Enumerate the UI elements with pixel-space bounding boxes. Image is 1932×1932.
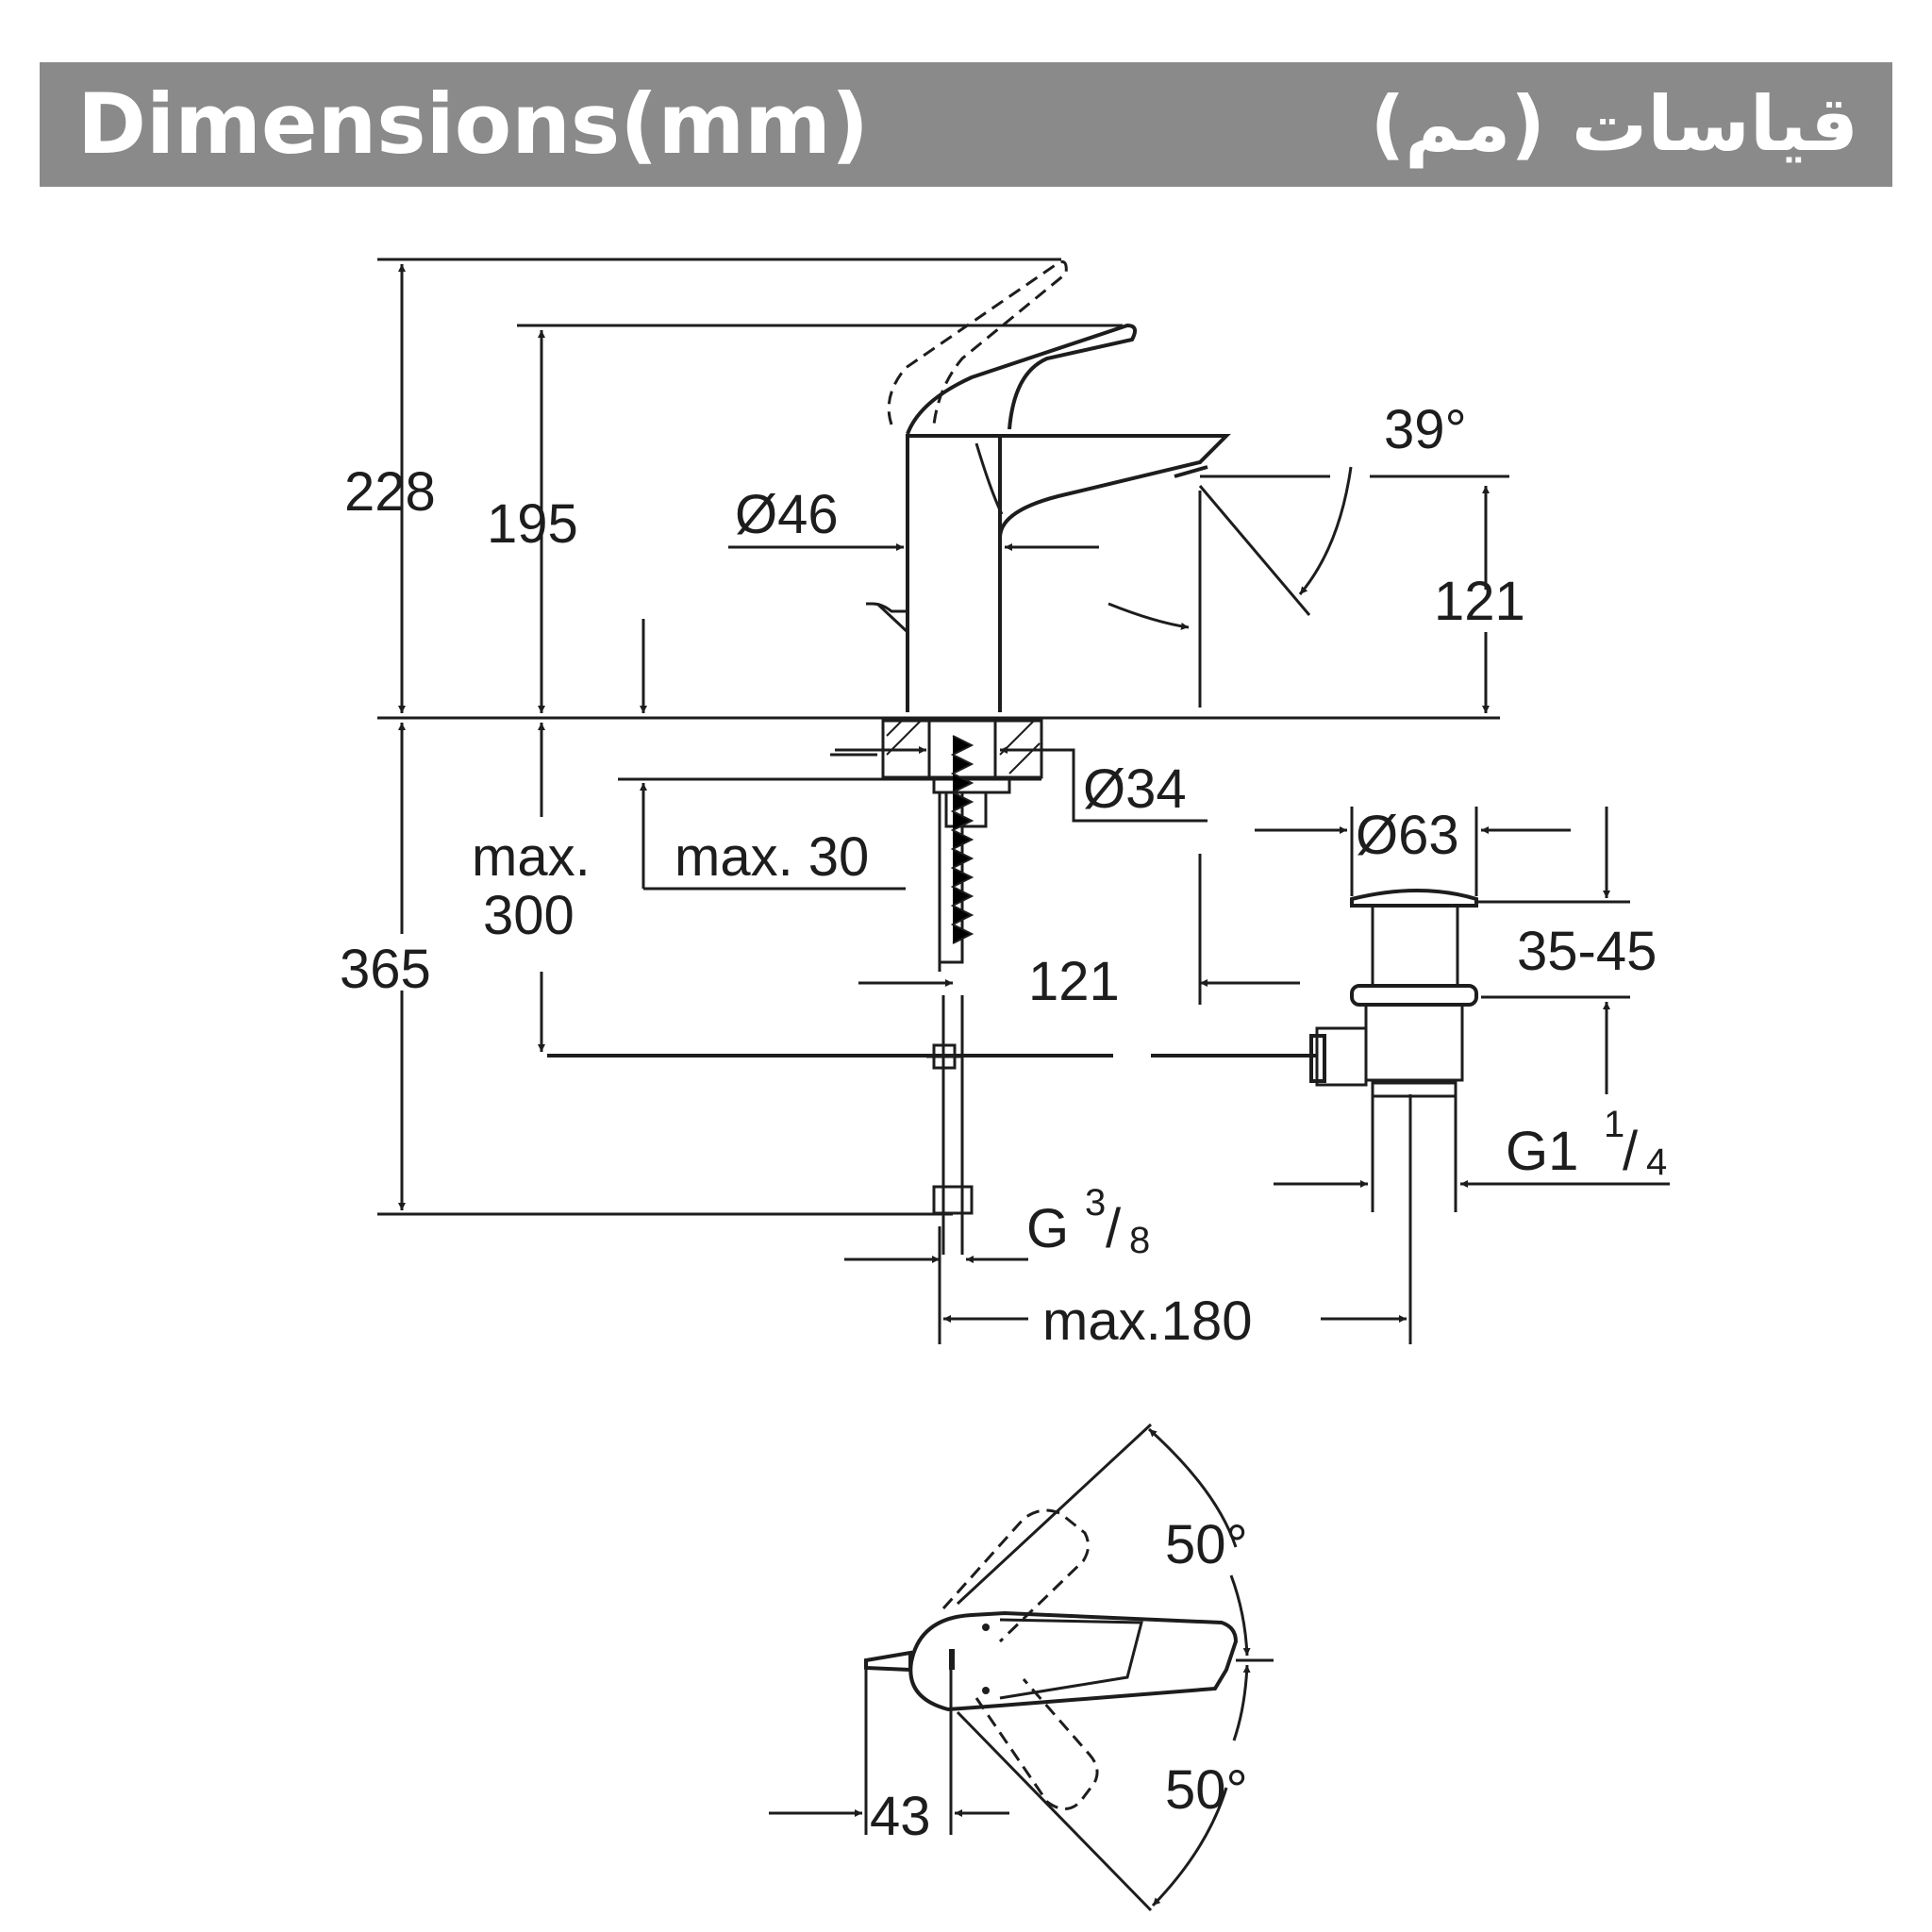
dim-label-121-top: 121 xyxy=(1434,571,1525,632)
angle-arc-39 xyxy=(1298,466,1353,595)
dim-label-g38-main: G xyxy=(1026,1198,1069,1259)
d34-leader xyxy=(1038,748,1208,823)
dim-label-43: 43 xyxy=(870,1786,931,1847)
supply-hose xyxy=(926,962,974,1255)
angle-arc-50-top-lower xyxy=(1229,1574,1251,1657)
dim-label-max30: max. 30 xyxy=(675,826,869,888)
angle-arc-39b xyxy=(1108,602,1190,630)
angle-arc-50-bottom xyxy=(1151,1787,1228,1907)
angle-ray xyxy=(1198,485,1311,616)
dim-label-g114-main: G1 xyxy=(1506,1121,1578,1182)
dim-label-39deg: 39° xyxy=(1384,399,1467,460)
dim-label-g114-num: 1 xyxy=(1604,1104,1624,1145)
dim-label-50deg-top: 50° xyxy=(1165,1514,1248,1575)
popup-waste xyxy=(1309,889,1478,1212)
tap-body xyxy=(866,260,1231,712)
dim-label-121-rod: 121 xyxy=(1028,951,1120,1012)
dim-label-g114-slash: / xyxy=(1623,1121,1639,1182)
dim-label-d63: Ø63 xyxy=(1356,805,1459,866)
dim-label-max300-line2: 300 xyxy=(483,885,575,946)
dim-label-228: 228 xyxy=(344,461,436,523)
dim-label-max300-line1: max. xyxy=(472,826,591,888)
title-arabic: قياسات (مم) xyxy=(1370,80,1858,168)
angle-arc-50-top xyxy=(1147,1427,1238,1548)
title-english: Dimensions(mm) xyxy=(77,75,870,173)
dim-label-35-45: 35-45 xyxy=(1517,921,1657,982)
dim-label-g38-den: 8 xyxy=(1129,1220,1150,1261)
dim-label-d34: Ø34 xyxy=(1083,758,1187,820)
dim-label-195: 195 xyxy=(487,493,578,555)
header-bar: Dimensions(mm) قياسات (مم) xyxy=(40,62,1892,187)
angle-arc-50-bottom-upper xyxy=(1232,1664,1251,1741)
dim-label-50deg-bottom: 50° xyxy=(1165,1759,1248,1821)
dim-label-d46: Ø46 xyxy=(735,484,839,545)
dim-label-max180: max.180 xyxy=(1042,1291,1252,1352)
plan-view xyxy=(864,1423,1274,1912)
dim-label-g114-den: 4 xyxy=(1646,1141,1667,1183)
dim-label-365: 365 xyxy=(340,939,431,1000)
dim-label-g38-num: 3 xyxy=(1085,1182,1106,1224)
dim-label-g38-slash: / xyxy=(1106,1198,1122,1259)
